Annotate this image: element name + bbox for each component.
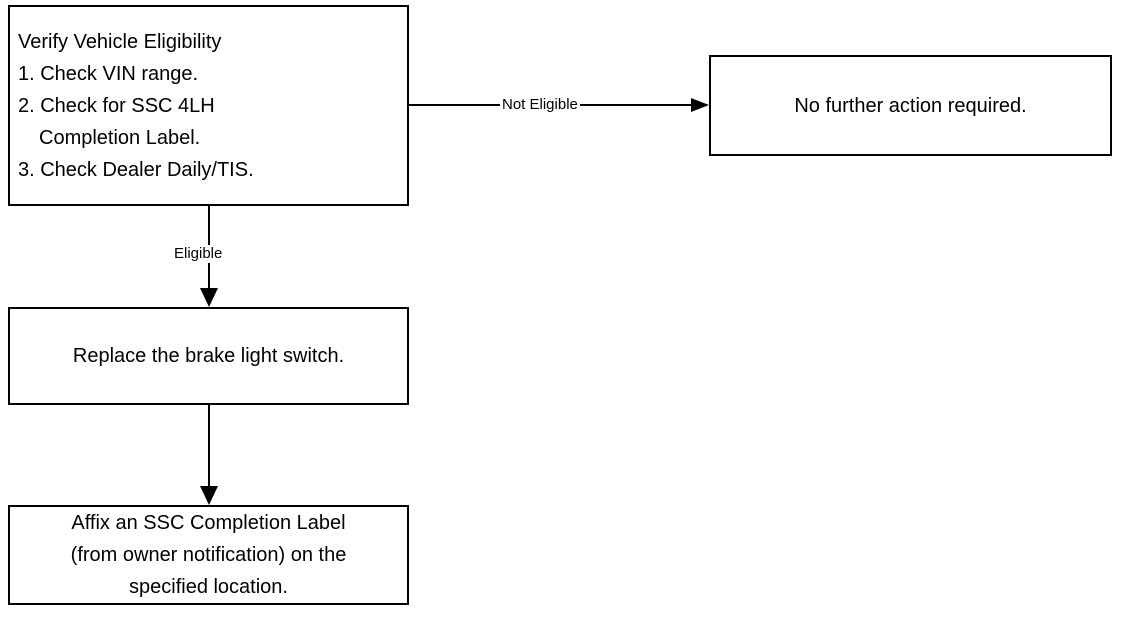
node-verify-vehicle-eligibility[interactable]: Verify Vehicle Eligibility 1. Check VIN … bbox=[8, 5, 409, 206]
node-verify-line-1: Verify Vehicle Eligibility bbox=[18, 30, 222, 53]
node-no-action-line-1: No further action required. bbox=[794, 94, 1027, 117]
node-affix-line-1: Affix an SSC Completion Label bbox=[71, 512, 346, 534]
node-verify-line-2: 1. Check VIN range. bbox=[18, 62, 199, 85]
node-affix-line-3: specified location. bbox=[129, 576, 288, 598]
node-affix-line-2: (from owner notification) on the bbox=[70, 544, 347, 566]
node-no-further-action-required[interactable]: No further action required. bbox=[709, 55, 1112, 156]
node-replace-line-1: Replace the brake light switch. bbox=[72, 345, 345, 367]
edge-label-not-eligible: Not Eligible bbox=[500, 96, 580, 114]
edge-label-eligible: Eligible bbox=[171, 245, 226, 263]
connector-replace-to-affix bbox=[200, 405, 218, 505]
node-replace-brake-light-switch[interactable]: Replace the brake light switch. bbox=[8, 307, 409, 405]
node-verify-line-3: 2. Check for SSC 4LH bbox=[18, 94, 215, 117]
node-affix-ssc-completion-label[interactable]: Affix an SSC Completion Label (from owne… bbox=[8, 505, 409, 605]
node-verify-line-4: Completion Label. bbox=[39, 126, 201, 149]
node-verify-line-5: 3. Check Dealer Daily/TIS. bbox=[18, 158, 254, 181]
